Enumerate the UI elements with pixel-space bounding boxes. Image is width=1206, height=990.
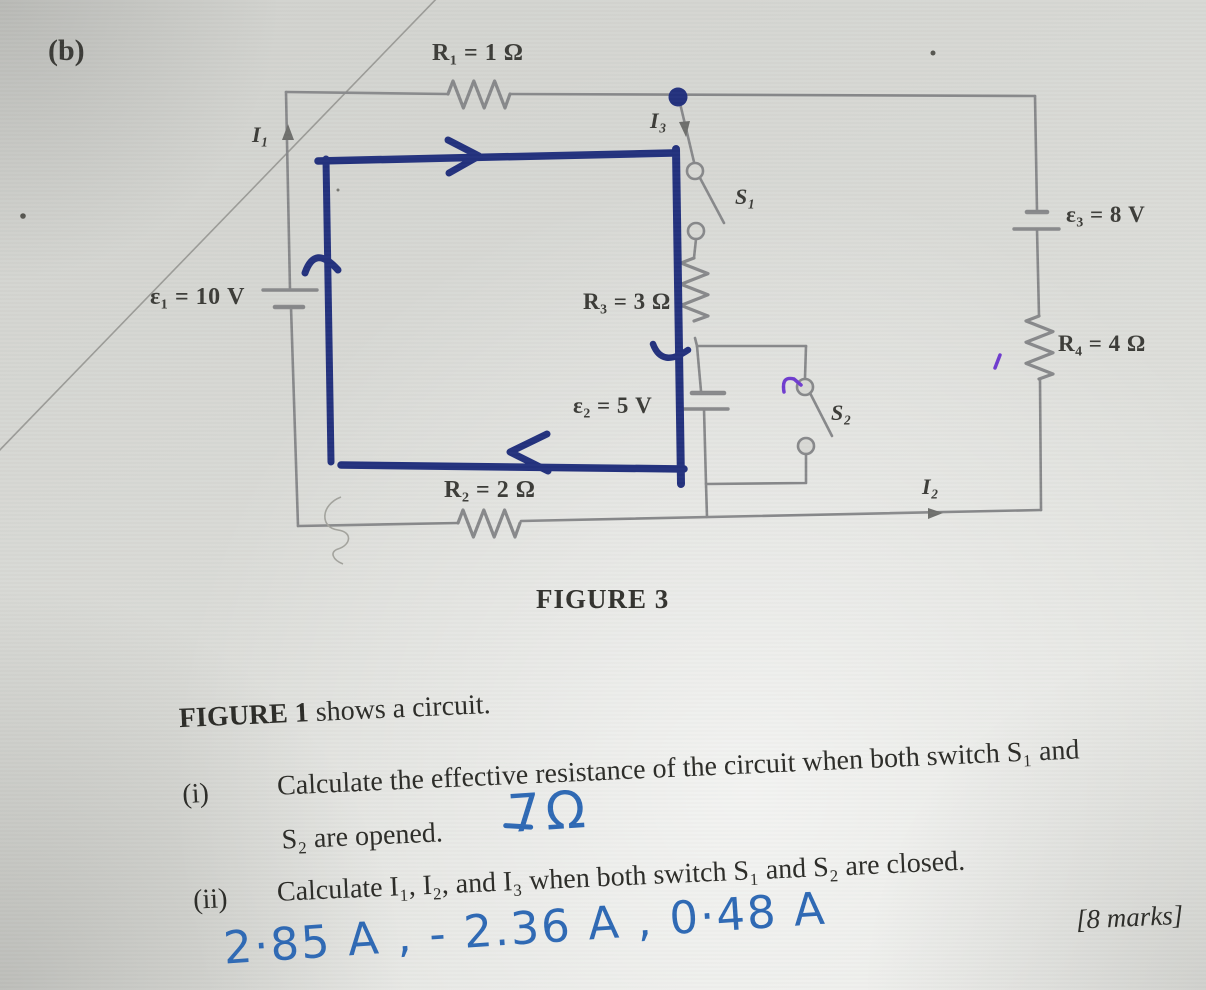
marker-arrow-right-icon bbox=[444, 136, 483, 177]
switch-s2-bottom-contact bbox=[796, 436, 816, 456]
marker-loop-top bbox=[314, 149, 676, 165]
wire-right-lower bbox=[1038, 377, 1043, 512]
current-i3-arrow-icon bbox=[679, 121, 690, 137]
switch-s1-blade bbox=[698, 176, 726, 225]
label-emf2: ε₂ = 5 V bbox=[573, 393, 653, 418]
current-i2-arrow-icon bbox=[928, 508, 943, 519]
wire-top-left bbox=[284, 90, 450, 96]
current-i1-arrow-icon bbox=[282, 124, 294, 140]
wire-bottom-right bbox=[519, 508, 1043, 523]
switch-s1-top-contact bbox=[685, 161, 705, 181]
wire-right-upper bbox=[1033, 94, 1039, 213]
paper-speck bbox=[930, 50, 936, 56]
wire-s2-return bbox=[704, 452, 808, 486]
label-current-i2: I₂ bbox=[922, 474, 940, 499]
wire-emf2-to-bottom bbox=[702, 407, 709, 519]
marker-arrow-down-icon bbox=[649, 340, 692, 361]
label-switch-s2: S₂ bbox=[831, 400, 852, 425]
purple-apostrophe-mark bbox=[993, 353, 1002, 370]
resistor-r2-symbol bbox=[456, 508, 522, 539]
wire-bottom-left bbox=[296, 521, 460, 528]
marker-loop-right bbox=[672, 145, 685, 488]
paper-speck bbox=[336, 188, 340, 192]
question-i-line2: S₂ are opened. bbox=[280, 817, 444, 856]
resistor-r1-symbol bbox=[446, 79, 512, 110]
label-r2: R₂ = 2 Ω bbox=[444, 477, 536, 503]
switch-s1-bottom-contact bbox=[686, 221, 706, 241]
resistor-r4-symbol bbox=[1024, 314, 1055, 381]
label-r3: R₃ = 3 Ω bbox=[583, 289, 671, 314]
label-current-i3: I₃ bbox=[650, 108, 668, 133]
wire-top-right bbox=[508, 92, 1037, 98]
wire-s2-upper bbox=[803, 344, 808, 380]
label-r1: R₁ = 1 Ω bbox=[432, 40, 524, 66]
purple-tick-s2 bbox=[781, 376, 803, 394]
label-emf1: ε₁ = 10 V bbox=[150, 284, 245, 310]
marker-arrow-left-icon bbox=[506, 430, 552, 475]
switch-s2-blade bbox=[808, 391, 834, 438]
marker-arrow-up-icon bbox=[301, 254, 342, 277]
intro-sentence: FIGURE 1 shows a circuit. bbox=[178, 689, 492, 735]
node-dot bbox=[668, 87, 688, 107]
label-emf3: ε₃ = 8 V bbox=[1066, 202, 1146, 227]
resistor-r3-symbol bbox=[679, 256, 710, 323]
wire-left-upper bbox=[284, 90, 292, 292]
paper-speck bbox=[20, 213, 26, 219]
wire-s1-to-r3 bbox=[692, 237, 698, 260]
wire-right-middle bbox=[1035, 227, 1041, 318]
question-i-number: (i) bbox=[181, 777, 210, 811]
question-ii-number: (ii) bbox=[192, 883, 229, 916]
intro-figure-ref: FIGURE 1 bbox=[178, 697, 310, 735]
marker-loop-left bbox=[322, 155, 335, 466]
paper-crease-line bbox=[0, 0, 437, 451]
pencil-squiggle bbox=[324, 496, 350, 565]
marker-loop-bottom bbox=[337, 461, 688, 473]
question-i-line1: Calculate the effective resistance of th… bbox=[276, 734, 1081, 802]
question-block: FIGURE 1 shows a circuit. (i) Calculate … bbox=[160, 650, 1206, 990]
marks-label: [8 marks] bbox=[1075, 899, 1184, 935]
wire-left-lower bbox=[289, 305, 300, 528]
label-current-i1: I₁ bbox=[252, 122, 270, 147]
figure-caption: FIGURE 3 bbox=[536, 584, 670, 614]
part-b-label: (b) bbox=[48, 34, 85, 67]
label-r4: R₄ = 4 Ω bbox=[1058, 331, 1146, 356]
label-switch-s1: S₁ bbox=[735, 184, 756, 209]
handwritten-answer-i: 7Ω bbox=[505, 779, 593, 846]
